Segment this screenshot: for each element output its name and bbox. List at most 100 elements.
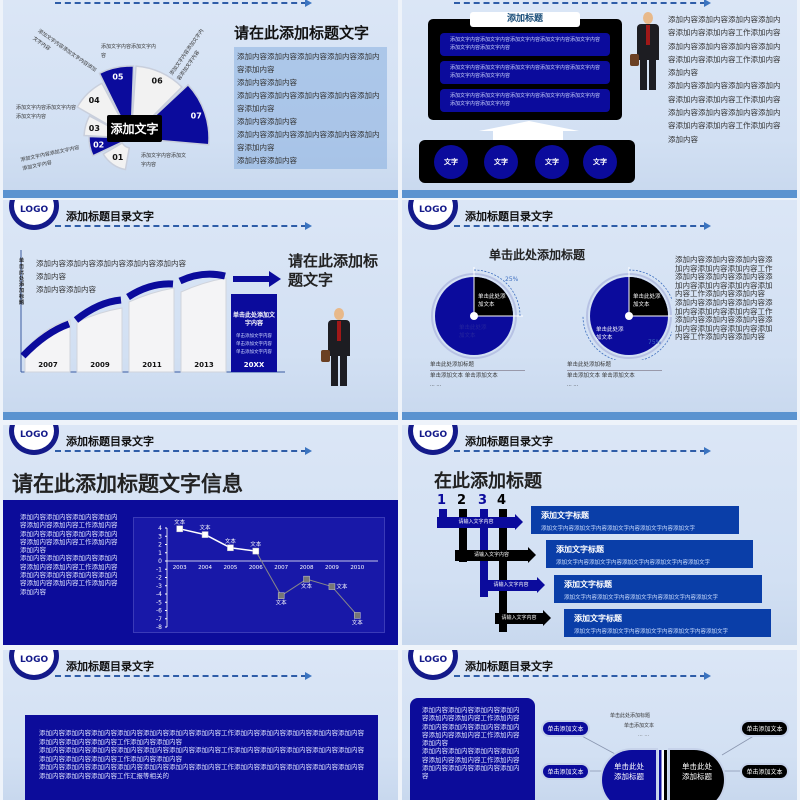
section-title: 添加标题目录文字	[66, 435, 154, 448]
year-label: 2013	[194, 361, 214, 369]
highlight-line: 单击添加文字内容	[236, 350, 272, 355]
pie-blue-label: 单击此处添加文本	[459, 325, 487, 339]
step-card: 添加文字标题添加文字内容添加文字内容添加文字内容添加文字内容添加文字	[546, 540, 753, 568]
data-label: 文本	[276, 599, 288, 607]
y-tick-label: 3	[158, 533, 162, 540]
header-dashed-line	[454, 675, 706, 677]
body-text: 添加内容添加内容添加内容添加内容添加内容添加内容工作添加内容添加内容添加内容添加…	[20, 513, 118, 596]
up-arrow-shaft	[493, 131, 563, 141]
card-text: 添加文字内容添加文字内容添加文字内容添加文字内容添加文字	[556, 560, 711, 566]
note-more: ... ...	[638, 732, 650, 738]
data-label: 文本	[352, 618, 364, 626]
step-arrow-text: 请输入文字内容	[473, 552, 509, 558]
step-bar	[459, 509, 467, 562]
logo: LOGO	[9, 650, 59, 680]
x-tick-label: 2004	[198, 565, 212, 571]
year-label: 20XX	[244, 361, 265, 369]
card-text: 添加文字内容添加文字内容添加文字内容添加文字内容添加文字	[564, 595, 719, 601]
circle-label: 文字	[583, 145, 617, 179]
petal-number: 03	[89, 124, 100, 133]
growth-arc-segment	[178, 270, 226, 285]
slide-2[interactable]: 添加标题 添加文字内容添加文字内容添加文字内容添加文字内容添加文字内容添加文字内…	[402, 0, 797, 198]
slide-5[interactable]: LOGO 添加标题目录文字 请在此添加标题文字信息 添加内容添加内容添加内容添加…	[3, 425, 398, 645]
year-label: 2009	[90, 361, 110, 369]
pie-black-label: 单击此处添加文本	[633, 294, 661, 308]
logo-text: LOGO	[419, 655, 448, 665]
section-title: 添加标题目录文字	[465, 660, 553, 673]
divider-bars	[659, 750, 667, 800]
highlight-line: 单击添加文字内容	[236, 342, 272, 347]
circle-label: 文字	[535, 145, 569, 179]
pie-caption-more: ... ...	[430, 382, 442, 388]
petal-note: 添加文字内容添加文字内容	[141, 153, 187, 168]
body-text: 添加内容添加内容添加内容添加内容添加内容添加内容工作添加内容添加内容添加内容添加…	[422, 706, 520, 781]
step-arrow: 请输入文字内容	[455, 550, 528, 561]
panel-row-text: 添加文字内容添加文字内容添加文字内容添加文字内容添加文字内容添加文字内容添加文字…	[450, 93, 601, 107]
fan-petal	[102, 141, 131, 171]
data-label: 文本	[174, 518, 186, 526]
section-title: 添加标题目录文字	[66, 660, 154, 673]
data-point	[201, 531, 209, 538]
panel-title: 添加标题	[470, 12, 580, 27]
petal-note: 添加文字内容添加文字内容添加文字内容	[16, 105, 77, 120]
pill-button[interactable]: 单击添加文本	[543, 765, 588, 778]
slide-8[interactable]: LOGO 添加标题目录文字 添加内容添加内容添加内容添加内容添加内容添加内容工作…	[402, 650, 797, 800]
pie-percent: 25%	[505, 276, 519, 283]
data-label: 文本	[250, 540, 262, 548]
logo: LOGO	[408, 200, 458, 230]
panel-row: 添加文字内容添加文字内容添加文字内容添加文字内容添加文字内容添加文字内容添加文字…	[440, 33, 610, 56]
percent-arc	[473, 269, 521, 317]
circle-label: 文字	[484, 145, 518, 179]
slide-4[interactable]: LOGO 添加标题目录文字 单击此处添加标题 25% 单击此处添加文本 单击此处…	[402, 200, 797, 420]
x-tick-label: 2007	[274, 565, 288, 571]
petal-note: 添加文字内容添加文字内容	[101, 44, 157, 59]
step-card: 添加文字标题添加文字内容添加文字内容添加文字内容添加文字内容添加文字	[554, 575, 762, 603]
pill-button[interactable]: 单击添加文本	[742, 765, 787, 778]
bottom-strip	[402, 190, 797, 198]
step-card: 添加文字标题添加文字内容添加文字内容添加文字内容添加文字内容添加文字	[564, 609, 771, 637]
logo: LOGO	[408, 425, 458, 455]
section-title: 添加标题目录文字	[66, 210, 154, 223]
pie-caption-title: 单击此处添加标题	[567, 361, 662, 371]
series-line-segment	[230, 547, 256, 552]
x-tick-label: 2005	[223, 565, 237, 571]
axis-label: 单击此处添加标题	[19, 258, 25, 306]
step-arrow-text: 请输入文字内容	[493, 582, 529, 588]
growth-arc-segment	[20, 320, 71, 359]
logo-text: LOGO	[20, 430, 49, 440]
petal-number: 01	[112, 153, 124, 162]
y-tick-label: -7	[156, 616, 162, 623]
header-dashed-line	[454, 2, 706, 4]
logo: LOGO	[9, 425, 59, 455]
center-black-node: 单击此处添加标题	[670, 750, 724, 800]
panel-row: 添加文字内容添加文字内容添加文字内容添加文字内容添加文字内容添加文字内容添加文字…	[440, 89, 610, 112]
logo: LOGO	[9, 200, 59, 230]
bottom-strip	[3, 190, 398, 198]
body-text: 添加内容添加内容添加内容添加内容添加内容添加内容 添加内容添加内容 添加内容添加…	[234, 47, 387, 169]
pill-button[interactable]: 单击添加文本	[543, 722, 588, 735]
slide-title: 请在此添加标题文字信息	[12, 472, 243, 496]
x-tick-label: 2009	[325, 565, 339, 571]
slide-title: 在此添加标题	[434, 471, 542, 492]
highlight-title: 单击此处添加文字内容	[232, 312, 275, 327]
section-title: 添加标题目录文字	[465, 210, 553, 223]
y-tick-label: 0	[158, 558, 162, 565]
data-point	[227, 544, 234, 552]
pill-button[interactable]: 单击添加文本	[742, 722, 787, 735]
slide-7[interactable]: LOGO 添加标题目录文字 添加内容添加内容添加内容添加内容添加内容添加内容添加…	[3, 650, 398, 800]
data-point	[354, 612, 361, 619]
step-arrow-text: 请输入文字内容	[501, 615, 537, 621]
center-blue-node: 单击此处添加标题	[602, 750, 656, 800]
pie-blue-label: 单击此处添加文本	[596, 327, 624, 341]
pie-caption-title: 单击此处添加标题	[430, 361, 525, 371]
series-line-segment	[255, 550, 282, 596]
arrow-icon	[305, 222, 312, 230]
arrow-head-icon	[543, 610, 551, 626]
step-number: 3	[478, 493, 488, 508]
logo-text: LOGO	[419, 205, 448, 215]
card-title: 添加文字标题	[556, 545, 604, 554]
arrow-head-icon	[537, 577, 545, 593]
